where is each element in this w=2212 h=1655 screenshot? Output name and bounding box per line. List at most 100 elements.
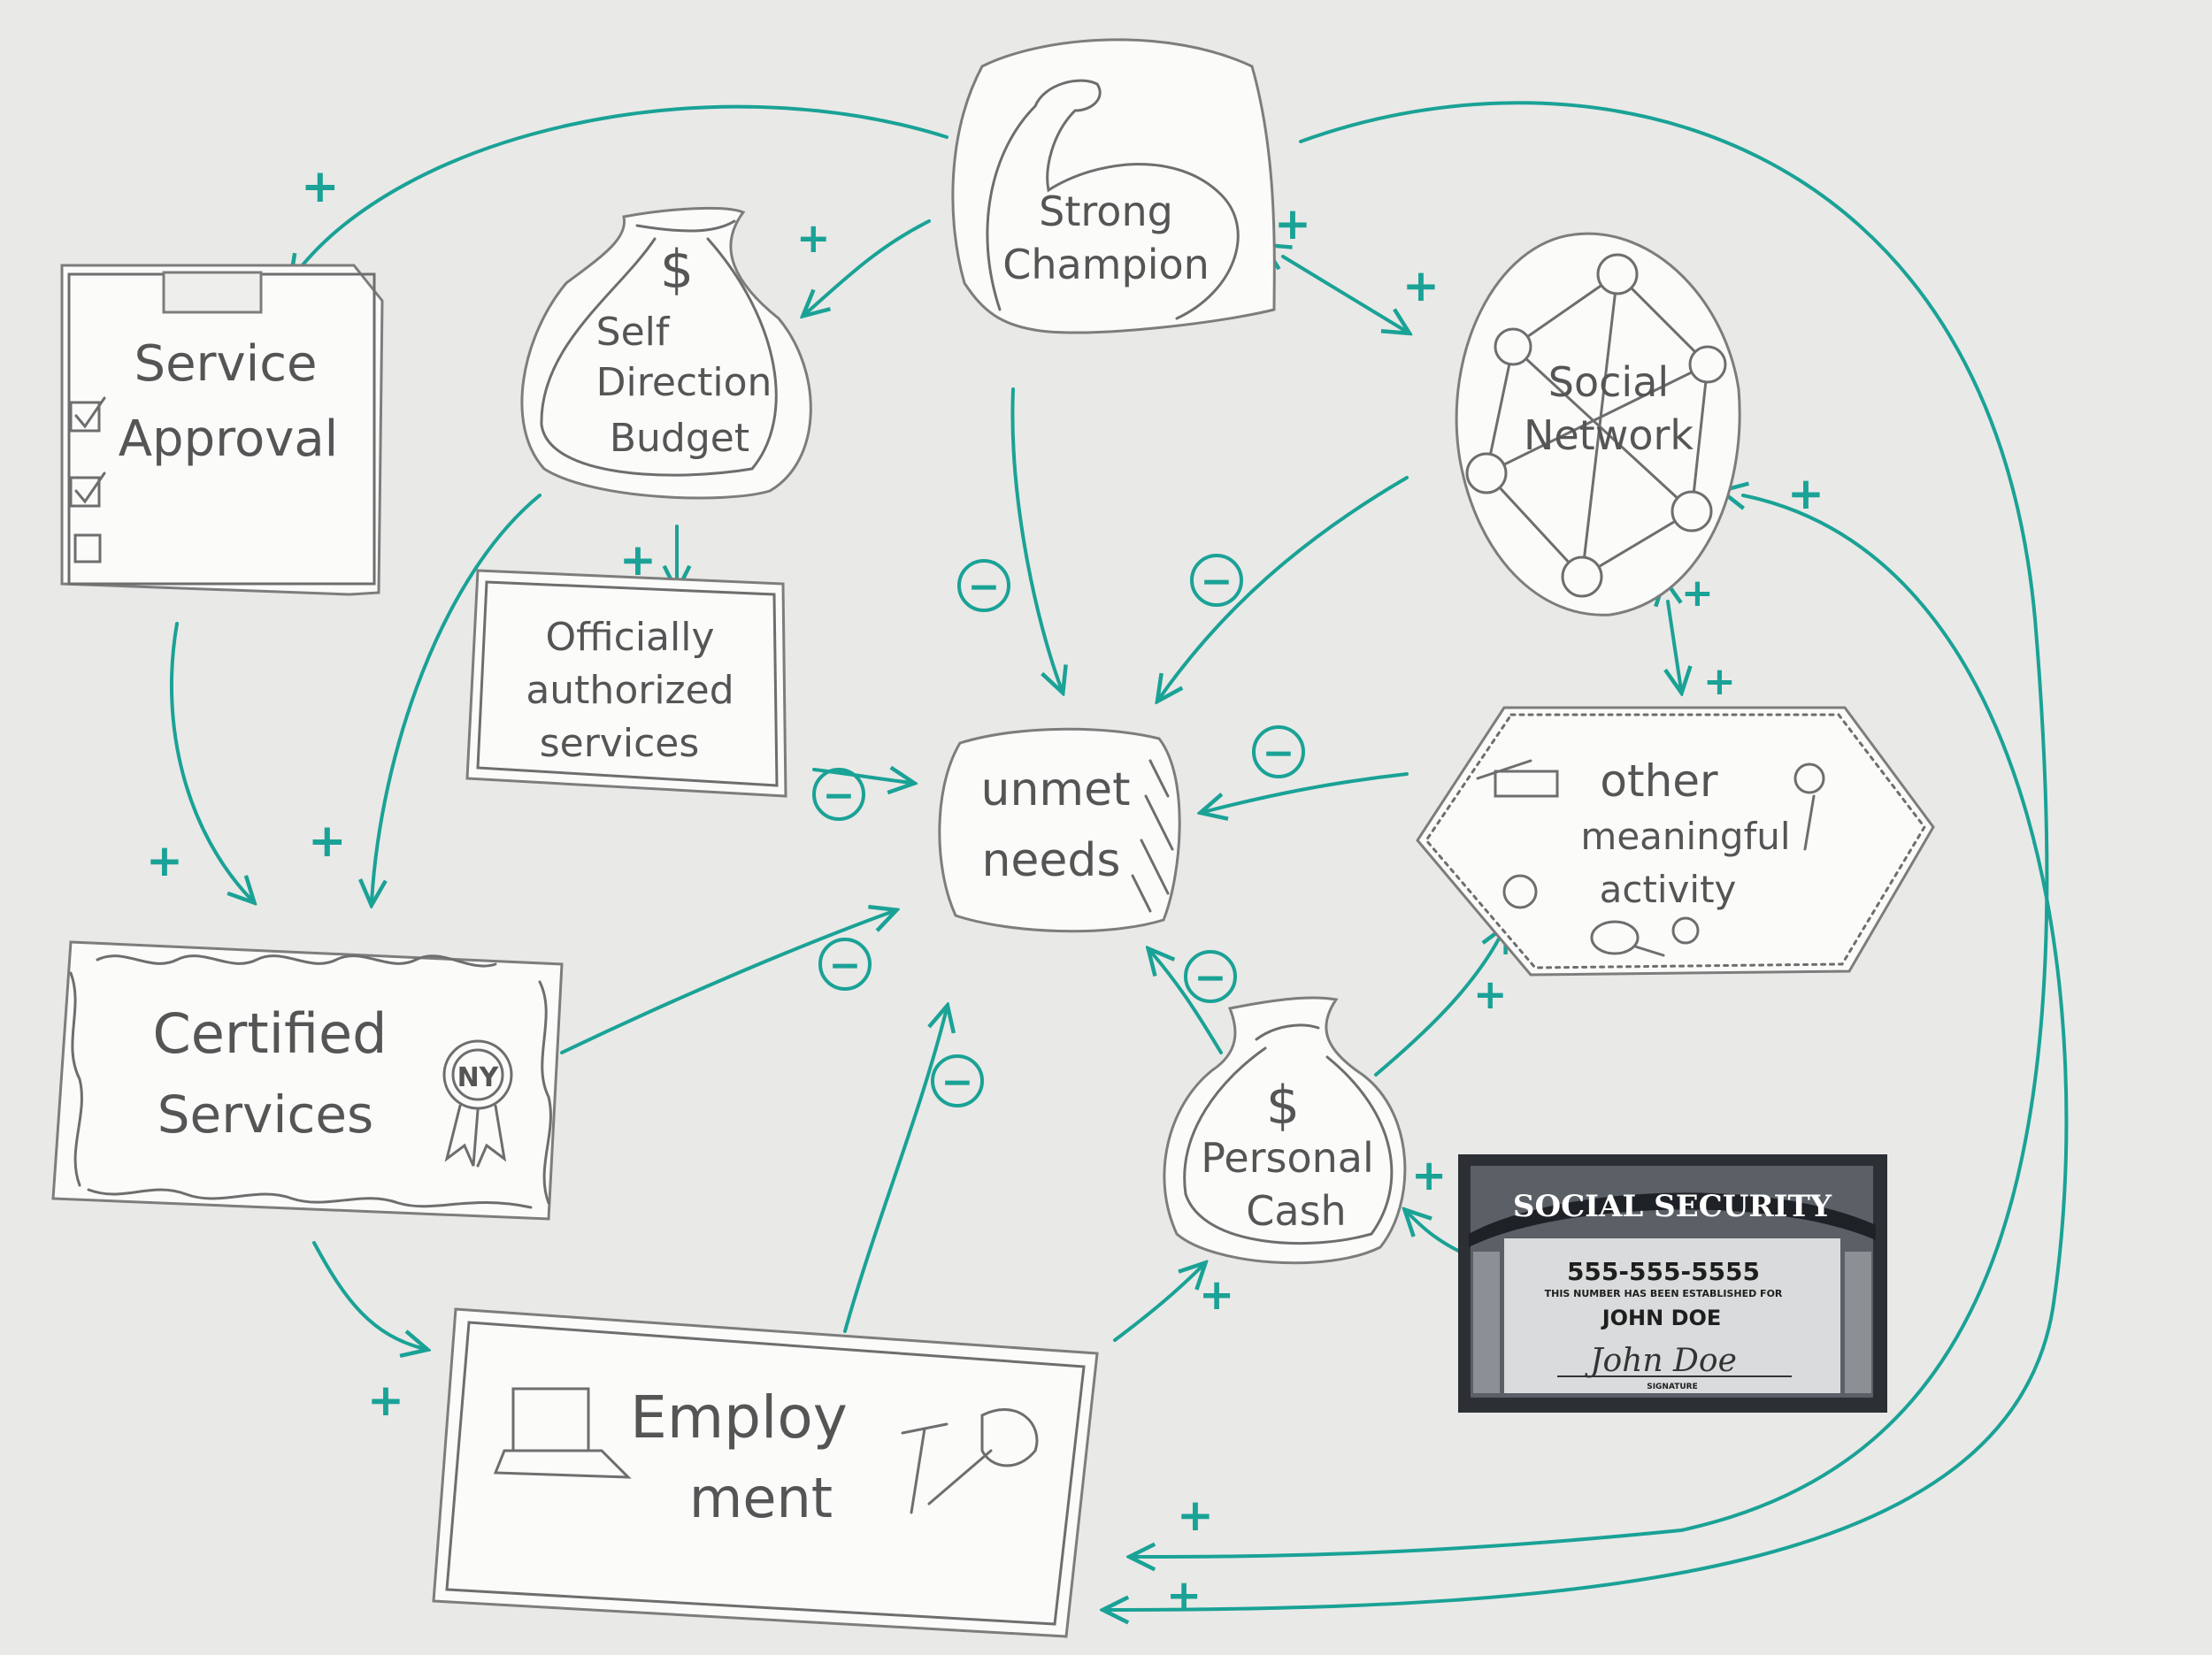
social-network-line2: Network xyxy=(1524,411,1694,459)
officially-authorized-line1: Officially xyxy=(545,615,714,660)
hammer-shovel-icon xyxy=(901,1408,1039,1514)
employment-line1: Employ xyxy=(630,1383,848,1452)
edge-employment-to-unmet-needs xyxy=(843,1008,947,1333)
node-service-approval[interactable]: Service Approval xyxy=(60,264,384,596)
sign-plus: + xyxy=(1411,1151,1447,1200)
ball-icon xyxy=(1671,916,1700,945)
edge-cash-to-unmet-needs xyxy=(1150,951,1223,1054)
service-approval-line2: Approval xyxy=(119,410,338,468)
svg-text:−: − xyxy=(1201,559,1233,604)
ss-card-signature: John Doe xyxy=(1584,1343,1737,1379)
personal-cash-line2: Cash xyxy=(1246,1187,1346,1235)
certified-services-line1: Certified xyxy=(152,1001,387,1066)
svg-text:−: − xyxy=(823,773,856,818)
edge-social-network-to-employment xyxy=(1106,495,2069,1610)
ss-card-signature-caption: SIGNATURE xyxy=(1647,1383,1698,1391)
ss-card-number: 555-555-5555 xyxy=(1567,1257,1760,1286)
node-unmet-needs[interactable]: unmet needs xyxy=(938,727,1181,933)
edge-certified-to-employment xyxy=(312,1241,425,1349)
edge-social-network-other-activity xyxy=(1668,601,1681,690)
other-activity-line3: activity xyxy=(1600,868,1737,911)
dollar-sign-icon: $ xyxy=(660,239,694,301)
ss-card-fine-print: THIS NUMBER HAS BEEN ESTABLISHED FOR xyxy=(1545,1288,1783,1299)
svg-text:NY: NY xyxy=(457,1062,500,1093)
svg-text:−: − xyxy=(1194,955,1227,1000)
ss-card-title: SOCIAL SECURITY xyxy=(1513,1189,1832,1224)
edge-card-to-cash xyxy=(1407,1212,1462,1253)
svg-text:−: − xyxy=(941,1060,974,1105)
sign-minus: − xyxy=(1252,725,1305,778)
self-direction-budget-line2: Direction xyxy=(596,360,772,405)
sign-plus: + xyxy=(1681,571,1714,616)
edges xyxy=(169,101,2069,1610)
edge-cash-to-other-activity xyxy=(1374,929,1504,1077)
node-self-direction-budget[interactable]: $ Self Direction Budget xyxy=(520,206,812,500)
sign-minus: − xyxy=(957,559,1010,612)
sign-plus: + xyxy=(1703,659,1736,704)
sign-plus: + xyxy=(1166,1571,1202,1621)
tennis-racket-icon xyxy=(1590,920,1665,957)
edge-service-approval-to-certified xyxy=(169,622,252,900)
node-social-security-card[interactable]: SOCIAL SECURITY 555-555-5555 THIS NUMBER… xyxy=(1458,1154,1887,1413)
checkbox-empty-icon xyxy=(73,533,102,563)
edge-budget-to-certified xyxy=(372,494,541,902)
sign-minus: − xyxy=(931,1054,984,1107)
laptop-icon xyxy=(493,1387,632,1479)
self-direction-budget-line3: Budget xyxy=(610,416,749,461)
strong-champion-line1: Strong xyxy=(1039,188,1173,235)
self-direction-budget-line1: Self xyxy=(596,310,671,355)
edge-champion-to-service-approval xyxy=(292,104,949,279)
node-social-network[interactable]: Social Network xyxy=(1455,232,1741,617)
sign-minus: − xyxy=(812,768,865,821)
other-activity-line1: other xyxy=(1600,755,1718,807)
edge-social-network-to-unmet-needs xyxy=(1159,476,1409,699)
strong-champion-line2: Champion xyxy=(1002,241,1210,288)
sign-minus: − xyxy=(1190,554,1243,607)
network-graph-icon xyxy=(1465,253,1727,598)
checkbox-checked-icon xyxy=(69,476,101,508)
svg-text:−: − xyxy=(829,943,862,988)
sign-plus: + xyxy=(301,160,340,213)
flower-icon xyxy=(1793,762,1825,851)
edge-signs: + + + + + + + + + + + + + + + + − − − − xyxy=(146,160,1824,1621)
node-strong-champion[interactable]: Strong Champion xyxy=(951,38,1276,334)
unmet-needs-line1: unmet xyxy=(981,763,1131,816)
certified-services-line2: Services xyxy=(157,1084,374,1145)
employment-line2: ment xyxy=(689,1466,833,1530)
sign-minus: − xyxy=(1184,950,1237,1003)
node-officially-authorized-services[interactable]: Officially authorized services xyxy=(465,569,787,798)
node-personal-cash[interactable]: $ Personal Cash xyxy=(1163,996,1407,1265)
sign-plus: + xyxy=(308,815,347,868)
sign-plus: + xyxy=(146,835,183,886)
node-certified-services[interactable]: NY Certified Services xyxy=(51,940,564,1221)
social-network-line1: Social xyxy=(1548,358,1669,406)
edge-champion-to-unmet-needs xyxy=(1010,387,1062,690)
ss-card-name: JOHN DOE xyxy=(1601,1306,1722,1330)
other-activity-line2: meaningful xyxy=(1580,815,1790,858)
apple-icon xyxy=(1502,874,1538,909)
svg-text:−: − xyxy=(968,564,1001,609)
edge-champion-to-budget xyxy=(805,219,931,314)
edge-other-activity-to-unmet-needs xyxy=(1203,772,1409,812)
sign-plus: + xyxy=(1473,970,1508,1018)
edge-authorized-to-unmet-needs xyxy=(812,770,911,783)
node-employment[interactable]: Employ ment xyxy=(432,1307,1099,1638)
sign-plus: + xyxy=(367,1375,404,1426)
edge-champion-social-network xyxy=(1283,257,1407,332)
officially-authorized-line2: authorized xyxy=(526,668,733,713)
keyboard-icon xyxy=(1476,759,1559,798)
node-other-meaningful-activity[interactable]: other meaningful activity xyxy=(1416,706,1935,977)
edge-certified-to-unmet-needs xyxy=(560,911,894,1054)
sign-plus: + xyxy=(1402,260,1440,311)
personal-cash-line1: Personal xyxy=(1201,1134,1374,1182)
sign-minus: − xyxy=(818,938,872,991)
sign-plus: + xyxy=(1177,1490,1214,1541)
sign-plus: + xyxy=(1199,1270,1234,1320)
sign-plus: + xyxy=(796,214,831,262)
dollar-sign-icon: $ xyxy=(1266,1075,1300,1137)
edge-employment-to-cash xyxy=(1113,1265,1203,1342)
svg-text:−: − xyxy=(1263,731,1295,776)
service-approval-line1: Service xyxy=(134,335,318,393)
unmet-needs-line2: needs xyxy=(981,834,1120,887)
